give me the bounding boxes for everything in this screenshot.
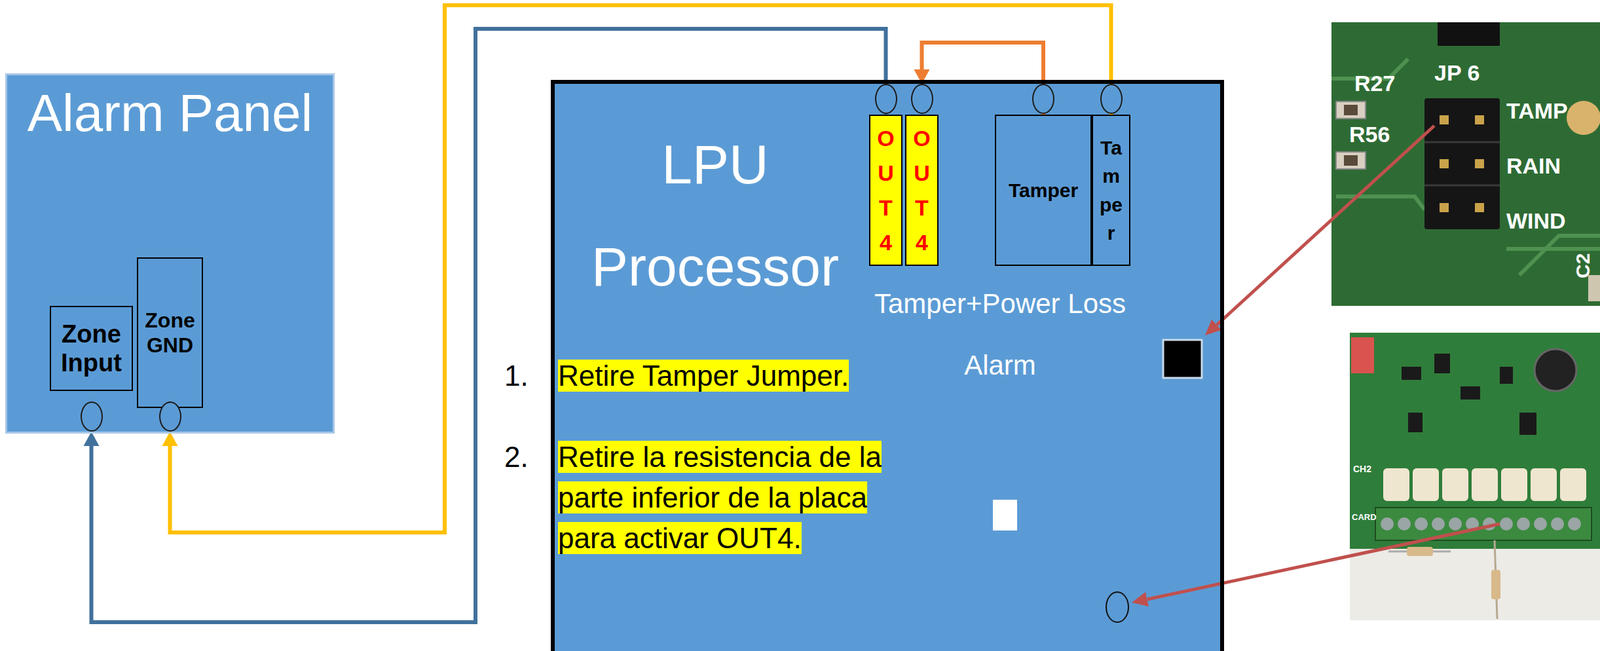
label-holder: R27 (1354, 70, 1396, 97)
terminal-circle (1032, 83, 1055, 114)
arrow-head (162, 431, 179, 447)
tamper-label: Tamper (1098, 133, 1125, 248)
jumper-photo (1331, 22, 1600, 306)
terminal-circle (874, 83, 898, 114)
label-holder: Retire Tamper Jumper. (558, 356, 925, 395)
alarm-panel-box: Alarm PanelZone InputZone GND (5, 73, 335, 434)
label-holder: JP 6 (1434, 60, 1480, 86)
leader-arrow (1131, 125, 1500, 607)
output-terminal: OUT4 (869, 114, 903, 266)
alarm-caption: Tamper+Power Loss Alarm (855, 273, 1145, 397)
board-marking: RAIN (1506, 153, 1561, 179)
board-marking: WIND (1506, 208, 1566, 234)
zone-label: Zone GND (138, 307, 202, 358)
arrow-head (83, 431, 100, 447)
tamper-terminal: Tamper (994, 114, 1092, 266)
board-marking: TAMP (1506, 98, 1568, 124)
panel-title: Alarm Panel (7, 75, 333, 144)
label-holder: R56 (1349, 121, 1390, 148)
label-holder: CH2 (1353, 463, 1372, 475)
resistor-location (1106, 592, 1129, 623)
label-holder: RAIN (1506, 153, 1561, 179)
processor-title: LPU Processor (580, 113, 850, 318)
jumper-marker (1163, 339, 1202, 378)
step-number: 1. (504, 356, 529, 395)
tamper-terminal: Tamper (1091, 114, 1131, 266)
tamper-label: Tamper (1008, 178, 1079, 203)
terminal-circle (1100, 83, 1123, 114)
label-holder: TAMP (1506, 98, 1568, 124)
label-holder: C2 (1571, 253, 1595, 279)
board-marking: R27 (1354, 70, 1396, 97)
board-marking: CARD (1351, 512, 1377, 522)
label-holder: 2. (504, 436, 529, 478)
label-holder: Tamper+Power Loss Alarm (855, 273, 1145, 397)
zone-label: Zone Input (51, 319, 132, 378)
zone-gnd-box: Zone GND (136, 257, 204, 409)
output-terminal: OUT4 (905, 114, 939, 266)
board-marking: R56 (1349, 121, 1390, 148)
output-label: OUT4 (874, 121, 898, 261)
board-marking: CH2 (1353, 463, 1372, 475)
output-label: OUT4 (911, 121, 934, 261)
zone-input-box: Zone Input (49, 305, 133, 391)
processor-fill (550, 79, 1225, 651)
instruction-text: Retire la resistencia de la parte inferi… (558, 440, 882, 555)
terminal-circle (80, 401, 103, 432)
board-marking: JP 6 (1434, 60, 1480, 86)
instruction-text: Retire Tamper Jumper. (558, 359, 849, 392)
label-holder: WIND (1506, 208, 1566, 234)
board-marking: C2 (1571, 253, 1595, 279)
label-holder: 1. (504, 356, 529, 395)
terminal-photo (1349, 332, 1600, 621)
terminal-circle (911, 83, 934, 114)
label-holder: Retire la resistencia de la parte inferi… (558, 436, 912, 559)
wire (922, 42, 1044, 115)
label-holder: CARD (1351, 512, 1377, 522)
step-number: 2. (504, 436, 529, 478)
resistor-marker (992, 499, 1018, 531)
terminal-circle (159, 401, 182, 432)
